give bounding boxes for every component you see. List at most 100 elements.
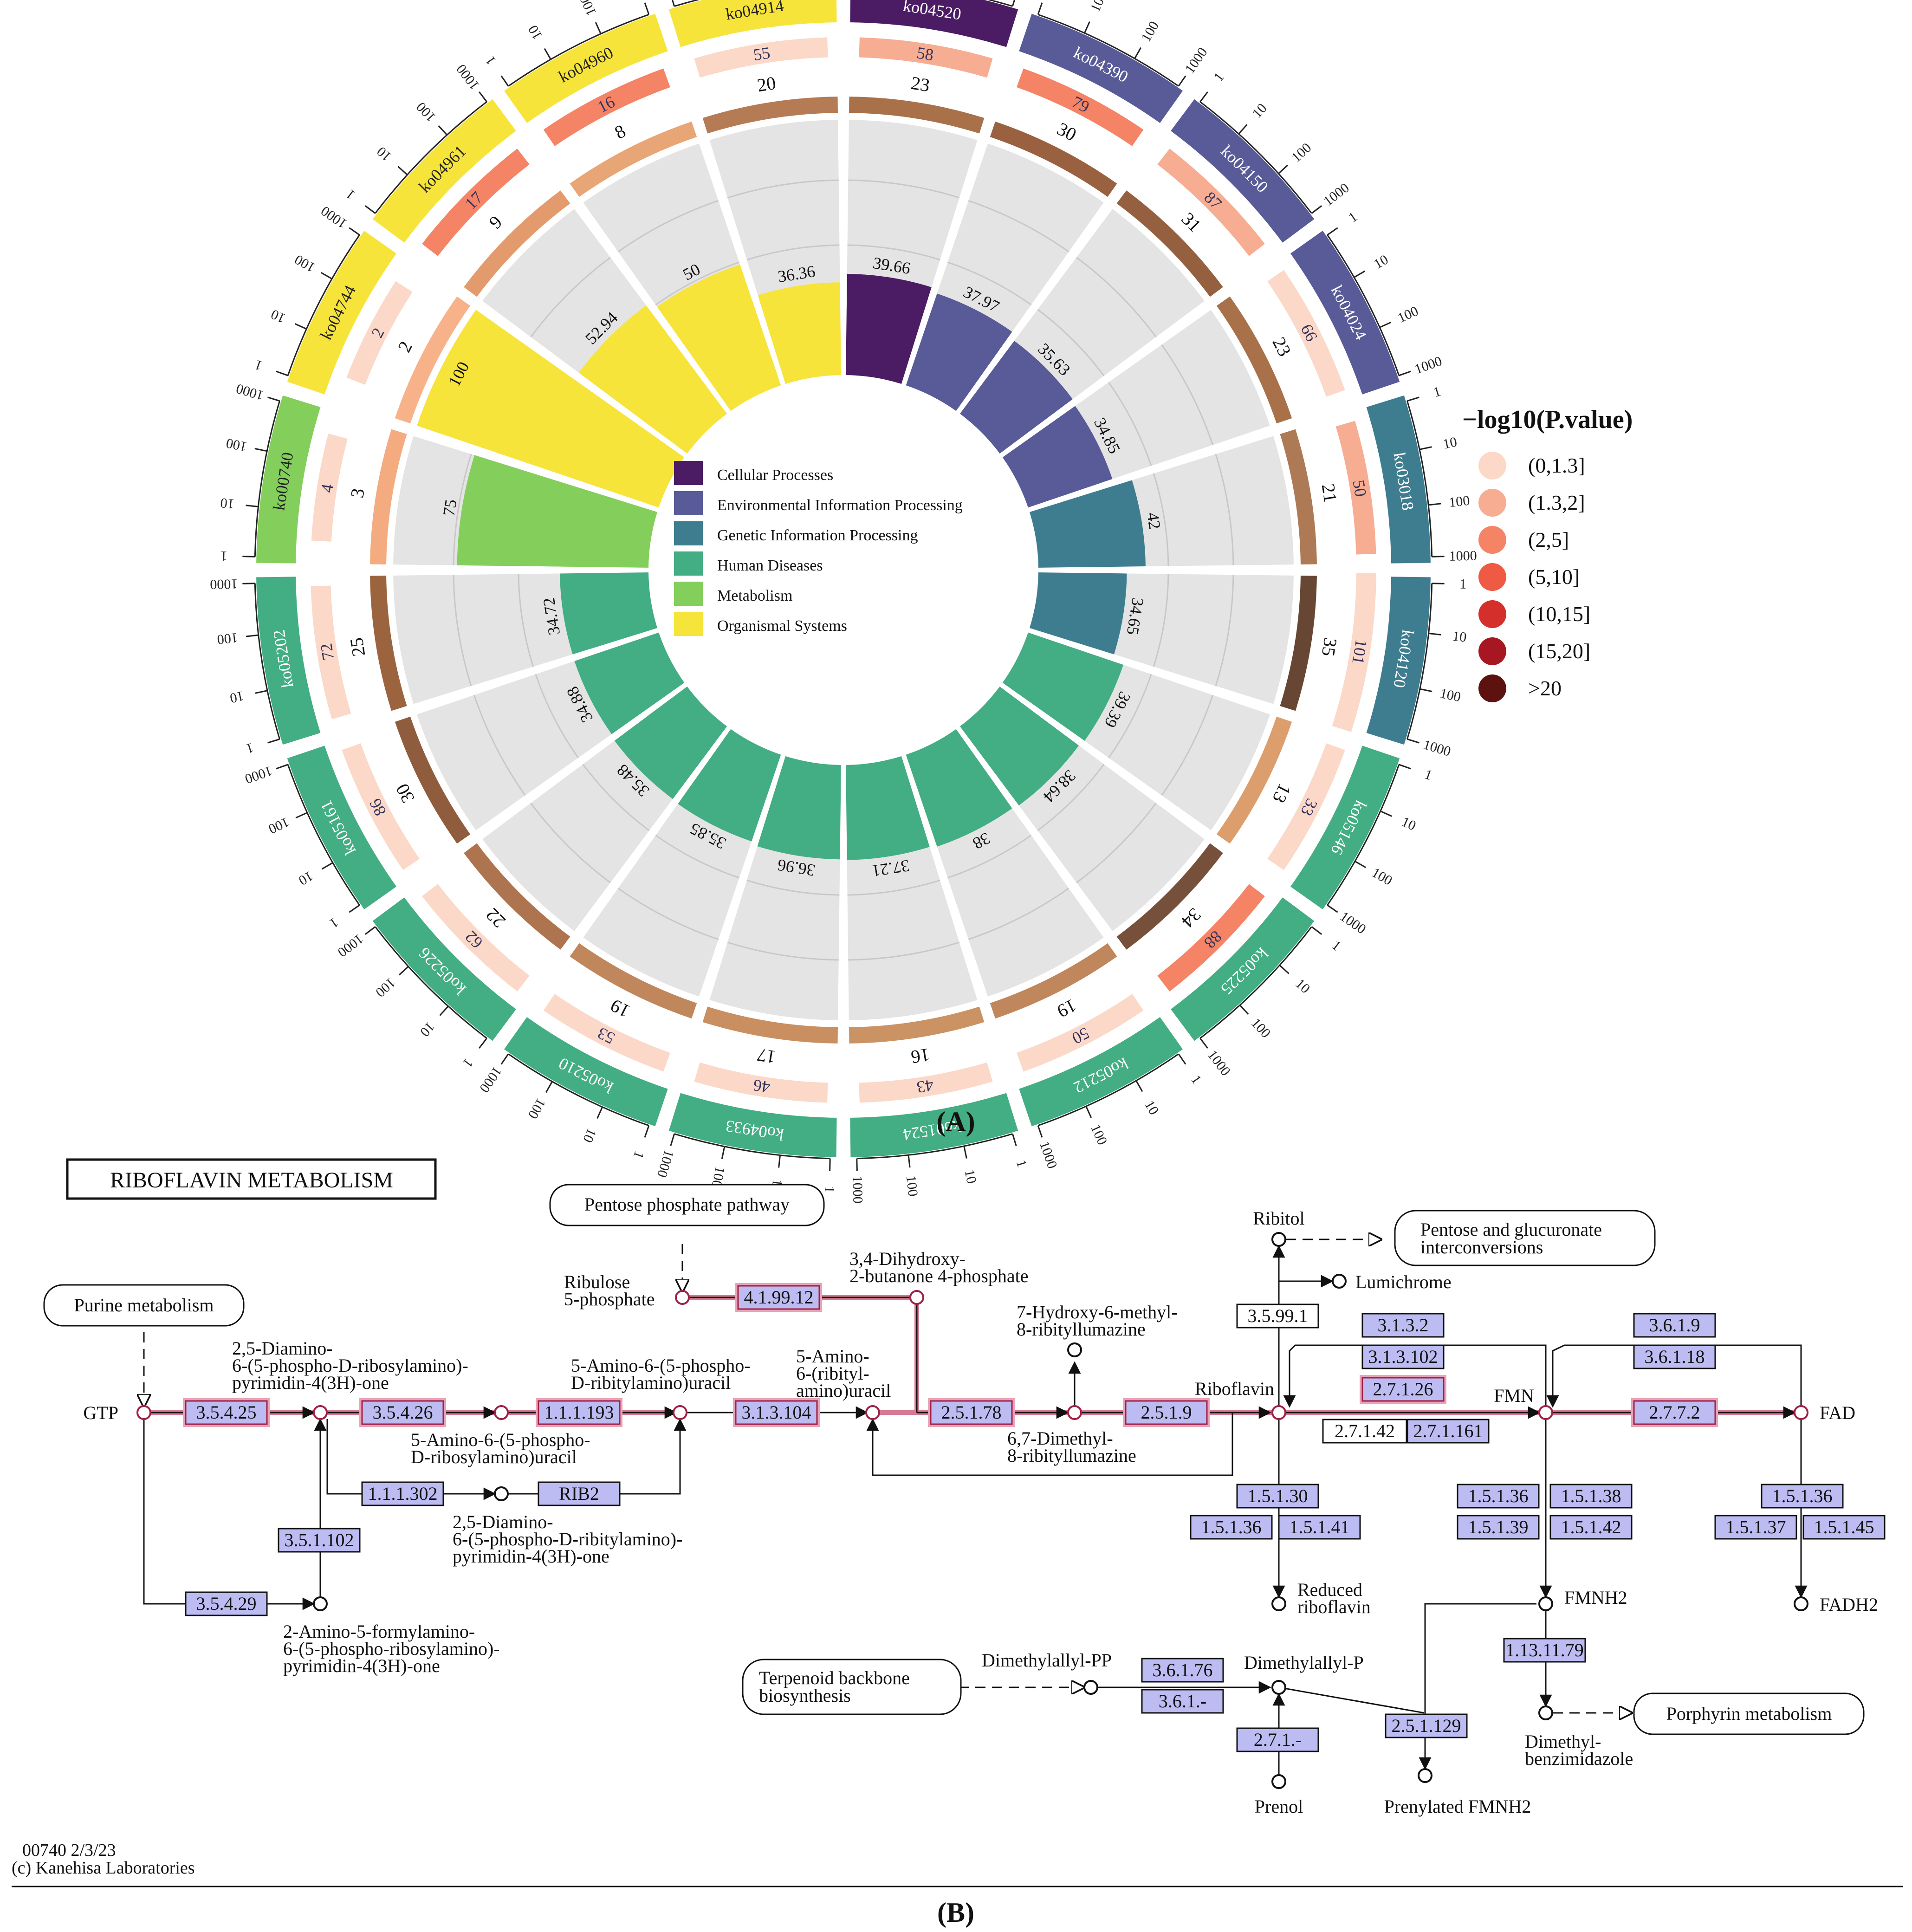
grid-ko05202-1 bbox=[518, 574, 534, 667]
enzyme-e3-5-4-29[interactable]: 3.5.4.29 bbox=[185, 1591, 268, 1616]
enzyme-box bbox=[1761, 1484, 1844, 1509]
enzyme-e2-7-1-[interactable]: 2.7.1.- bbox=[1236, 1727, 1319, 1752]
tick-ko03018-1 bbox=[1419, 446, 1432, 450]
enzyme-e3-6-1-[interactable]: 3.6.1.- bbox=[1141, 1689, 1224, 1714]
dea-label-ko05226: 22 bbox=[481, 904, 509, 932]
enzyme-e2-5-1-78[interactable]: 2.5.1.78 bbox=[928, 1398, 1015, 1427]
map-purine[interactable] bbox=[43, 1284, 245, 1327]
grid-ko04390-2 bbox=[968, 200, 1069, 253]
grid-ko05226-2 bbox=[530, 803, 611, 883]
total-box-ko05225 bbox=[1157, 884, 1265, 992]
enzyme-box bbox=[1457, 1515, 1540, 1540]
tick-label-ko04744-2: 100 bbox=[292, 252, 318, 275]
total-label-ko01524: 43 bbox=[915, 1076, 935, 1097]
enzyme-e1-5-1-45[interactable]: 1.5.1.45 bbox=[1802, 1515, 1886, 1540]
compound-dmb bbox=[1538, 1705, 1553, 1720]
dea-label-ko05210: 19 bbox=[607, 995, 633, 1022]
label-ribulose-1: Ribulose bbox=[564, 1271, 630, 1292]
tick-ko05202-1 bbox=[255, 690, 268, 694]
label-aminorib-1: 5-Amino- bbox=[796, 1346, 869, 1367]
enzyme-e2-7-7-2[interactable]: 2.7.7.2 bbox=[1631, 1398, 1718, 1427]
tick-label-ko04960-0: 1 bbox=[482, 53, 499, 68]
map-pentose-phosphate[interactable] bbox=[549, 1184, 825, 1226]
enzyme-e1-1-1-302[interactable]: 1.1.1.302 bbox=[361, 1481, 444, 1506]
enzyme-e3-1-3-2[interactable]: 3.1.3.2 bbox=[1361, 1313, 1445, 1338]
enzyme-rib2[interactable]: RIB2 bbox=[538, 1481, 621, 1506]
sector-ko04914: 1101001000ko04914552036.36 bbox=[668, 0, 841, 384]
enzyme-e3-5-99-1[interactable]: 3.5.99.1 bbox=[1236, 1303, 1319, 1329]
label-reduced-1: Reduced bbox=[1297, 1579, 1362, 1600]
enzyme-e2-7-1-26[interactable]: 2.7.1.26 bbox=[1360, 1375, 1446, 1404]
enzyme-e3-6-1-76[interactable]: 3.6.1.76 bbox=[1141, 1658, 1224, 1683]
label-aminorib-2: 6-(ribityl- bbox=[796, 1363, 869, 1384]
tick-ko05212-2 bbox=[1085, 1106, 1092, 1118]
tick-ko05146-3 bbox=[1327, 904, 1338, 913]
enzyme-e3-1-3-102[interactable]: 3.1.3.102 bbox=[1361, 1344, 1445, 1369]
enzyme-e1-5-1-42[interactable]: 1.5.1.42 bbox=[1549, 1515, 1633, 1540]
enzyme-e1-1-1-193[interactable]: 1.1.1.193 bbox=[536, 1398, 622, 1427]
enzyme-e1-5-1-36a[interactable]: 1.5.1.36 bbox=[1190, 1515, 1273, 1540]
enzyme-label: 1.5.1.30 bbox=[1248, 1485, 1308, 1506]
sector-ko04520: 1101001000ko04520582339.66 bbox=[846, 0, 1018, 384]
tick-axis-ko04120 bbox=[1406, 583, 1433, 739]
enzyme-e4-1-99-12[interactable]: 4.1.99.12 bbox=[735, 1283, 822, 1312]
tick-ko04024-1 bbox=[1354, 270, 1366, 278]
enzyme-e3-5-4-25[interactable]: 3.5.4.25 bbox=[183, 1398, 270, 1427]
tick-ko04933-3 bbox=[670, 1134, 675, 1146]
enzyme-e1-5-1-36c[interactable]: 1.5.1.36 bbox=[1761, 1484, 1844, 1509]
enzyme-e1-5-1-39[interactable]: 1.5.1.39 bbox=[1457, 1515, 1540, 1540]
panel-a-circos-chart: 1101001000ko04520582339.661101001000ko04… bbox=[210, 0, 1633, 1204]
label-dmapp: Dimethylallyl-PP bbox=[982, 1650, 1112, 1671]
tick-ko05225-0 bbox=[1311, 926, 1322, 935]
pathway-band-ko04933 bbox=[668, 1093, 837, 1157]
enzyme-box bbox=[185, 1591, 268, 1616]
enzyme-e3-1-3-104[interactable]: 3.1.3.104 bbox=[733, 1398, 820, 1427]
tick-label-ko05202-0: 1 bbox=[244, 740, 255, 757]
tick-ko05226-1 bbox=[439, 1005, 449, 1016]
enzyme-e1-13-11-79[interactable]: 1.13.11.79 bbox=[1503, 1638, 1586, 1663]
pathway-band-ko04120 bbox=[1366, 577, 1431, 745]
enzyme-box bbox=[1633, 1344, 1716, 1369]
dea-band-ko04120 bbox=[1280, 576, 1317, 711]
enzyme-label: 2.7.1.- bbox=[1254, 1729, 1302, 1750]
tick-label-ko04024-2: 100 bbox=[1395, 303, 1421, 326]
enzyme-e3-6-1-9[interactable]: 3.6.1.9 bbox=[1633, 1313, 1716, 1338]
enzyme-e3-6-1-18[interactable]: 3.6.1.18 bbox=[1633, 1344, 1716, 1369]
enzyme-e1-5-1-38[interactable]: 1.5.1.38 bbox=[1549, 1484, 1633, 1509]
enzyme-e3-5-4-26[interactable]: 3.5.4.26 bbox=[359, 1398, 446, 1427]
map-porphyrin[interactable] bbox=[1633, 1692, 1865, 1735]
label-prenol: Prenol bbox=[1255, 1796, 1303, 1817]
tick-ko04961-1 bbox=[397, 166, 408, 175]
enzyme-e1-5-1-36b[interactable]: 1.5.1.36 bbox=[1457, 1484, 1540, 1509]
map-pentose-glucuronate[interactable] bbox=[1394, 1210, 1656, 1266]
legend-label-human-diseases: Human Diseases bbox=[717, 557, 823, 574]
tick-label-ko05212-0: 1 bbox=[1188, 1072, 1205, 1087]
panel-a-label: (A) bbox=[936, 1106, 975, 1137]
enzyme-e2-5-1-129[interactable]: 2.5.1.129 bbox=[1385, 1713, 1468, 1738]
enzyme-e2-5-1-9[interactable]: 2.5.1.9 bbox=[1123, 1398, 1210, 1427]
enzyme-e3-5-1-102[interactable]: 3.5.1.102 bbox=[278, 1528, 361, 1553]
tick-label-ko05225-0: 1 bbox=[1329, 937, 1344, 953]
tick-axis-ko04960 bbox=[508, 13, 649, 87]
enzyme-e1-5-1-41[interactable]: 1.5.1.41 bbox=[1278, 1515, 1361, 1540]
enzyme-e1-5-1-37[interactable]: 1.5.1.37 bbox=[1714, 1515, 1797, 1540]
tick-ko05212-3 bbox=[1037, 1125, 1043, 1138]
tick-axis-ko00740 bbox=[254, 401, 280, 557]
dea-band-ko05146 bbox=[1216, 716, 1292, 844]
tick-label-ko04744-3: 1000 bbox=[318, 203, 350, 231]
grid-ko03018-2 bbox=[1215, 454, 1234, 565]
dea-band-ko05210 bbox=[570, 943, 697, 1019]
map-title-box bbox=[66, 1158, 437, 1200]
enzyme-e2-7-1-161[interactable]: 2.7.1.161 bbox=[1406, 1419, 1490, 1444]
map-terpenoid[interactable] bbox=[742, 1659, 962, 1715]
pathway-band-ko00740 bbox=[256, 395, 321, 564]
grid-ko04150-1 bbox=[1037, 309, 1105, 376]
dea-label-ko04520: 23 bbox=[910, 72, 932, 96]
enzyme-label: 3.1.3.104 bbox=[742, 1402, 811, 1423]
enzyme-e2-7-1-42[interactable]: 2.7.1.42 bbox=[1322, 1419, 1407, 1444]
dea-label-ko05161: 30 bbox=[391, 780, 418, 806]
tick-label-ko03018-0: 1 bbox=[1432, 383, 1443, 400]
enzyme-e1-5-1-30[interactable]: 1.5.1.30 bbox=[1236, 1484, 1319, 1509]
